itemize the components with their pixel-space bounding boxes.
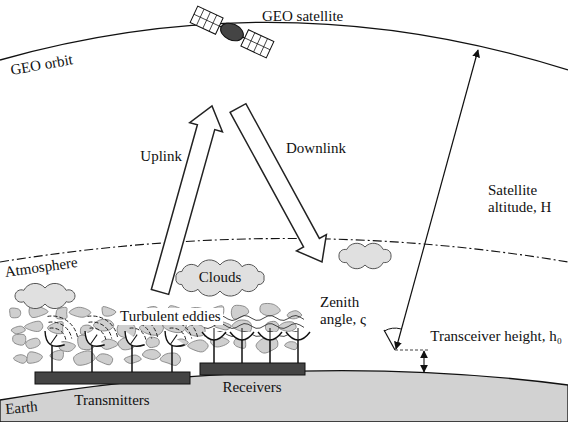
altitude-line	[396, 50, 478, 349]
eddy-blob	[146, 337, 159, 348]
dish-antenna	[202, 328, 226, 340]
array-label: Receivers	[222, 379, 281, 396]
zenith-angle-arc	[384, 328, 401, 331]
eddy-blob	[26, 338, 41, 348]
beam-wave	[87, 316, 117, 337]
altitude-label: Satellite altitude, H	[488, 182, 568, 215]
eddy-blob	[25, 321, 43, 331]
eddy-blob	[13, 334, 26, 345]
eddy-blob	[265, 321, 278, 332]
dish-antenna	[80, 328, 107, 352]
antenna-mast	[131, 345, 133, 372]
eddy-blob	[96, 354, 112, 365]
link-label: Uplink	[140, 148, 182, 165]
eddy-blob	[285, 342, 298, 350]
turbulence-label: Turbulent eddies	[118, 308, 223, 325]
downlink-arrow	[230, 104, 326, 262]
eddy-blob	[188, 340, 209, 352]
earth-surface	[0, 371, 568, 422]
antenna-mast	[171, 345, 173, 372]
eddy-blob	[142, 350, 160, 360]
antenna-mast	[51, 345, 53, 372]
height-arrow	[423, 351, 424, 372]
antenna-mast	[241, 340, 243, 363]
cloud-label: Clouds	[199, 269, 242, 286]
link-arrows	[151, 104, 326, 295]
angle-label: Zenith angle, ς	[320, 294, 380, 327]
beam-wave	[47, 316, 77, 337]
cloud	[339, 243, 391, 268]
atmosphere-boundary	[0, 239, 568, 263]
eddy-blob	[27, 352, 43, 363]
eddy-blob	[48, 322, 64, 334]
eddy-blob	[69, 307, 91, 317]
antenna-mast	[269, 340, 271, 363]
antenna-mast	[297, 340, 299, 363]
atmosphere-label: Atmosphere	[4, 254, 79, 281]
eddy-blob	[260, 303, 280, 315]
cloud	[176, 260, 264, 296]
cloud	[15, 283, 75, 308]
transmitter-bar	[35, 372, 190, 384]
eddy-blob	[102, 307, 116, 317]
eddy-blob	[14, 355, 28, 364]
eddy-blob	[10, 308, 21, 318]
dish-antenna	[40, 328, 67, 352]
dish-antenna	[160, 328, 187, 352]
receiver-bar	[200, 363, 305, 375]
link-label: Downlink	[286, 140, 346, 157]
eddy-blob	[160, 353, 180, 366]
zenith-line	[384, 330, 395, 350]
dish-antenna	[120, 328, 147, 352]
turbulent-eddies	[10, 303, 302, 365]
dish-antenna	[230, 328, 254, 340]
height-label: Transceiver height, h₀	[430, 328, 562, 345]
geo-orbit	[0, 22, 568, 70]
antenna-mast	[213, 340, 215, 363]
earth-label: Earth	[5, 398, 39, 417]
dish-antenna	[286, 328, 310, 340]
array-label: Transmitters	[74, 392, 149, 409]
uplink-arrow	[151, 106, 222, 294]
satellite-label: GEO satellite	[262, 8, 343, 25]
satellite-symbol	[190, 6, 274, 58]
antenna-mast	[91, 345, 93, 372]
height-reference	[395, 350, 430, 351]
eddy-blob	[11, 326, 25, 334]
dish-antenna	[258, 328, 282, 340]
